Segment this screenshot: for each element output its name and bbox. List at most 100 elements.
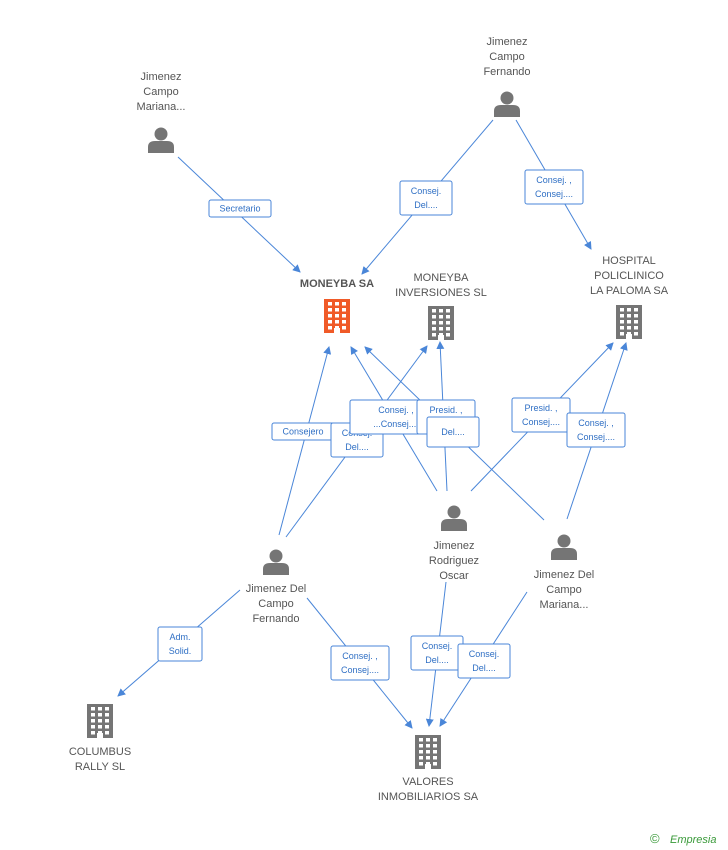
edge-label-text: ...Consej.... (373, 419, 419, 429)
building-door (425, 764, 431, 769)
edge-label-text: Consej. , (378, 405, 414, 415)
node-label: RALLY SL (75, 761, 125, 773)
building-window (98, 725, 102, 729)
node-label: Jimenez (141, 71, 182, 83)
person-head (557, 534, 571, 548)
edge-label-e1[interactable]: Secretario (208, 199, 272, 218)
edge-label-box (399, 180, 453, 216)
edge-label-e13[interactable]: Consej. Del.... (410, 635, 464, 671)
building-window (446, 309, 450, 313)
edge-label-text: Del.... (425, 655, 449, 665)
building-window (105, 731, 109, 735)
building-window (439, 309, 443, 313)
edge-label-e12[interactable]: Consej. ,Consej.... (330, 645, 390, 681)
edge-label-text: Solid. (169, 646, 192, 656)
edge-label-text: Consej.... (535, 189, 573, 199)
edge-label-text: Consejero (282, 427, 323, 437)
building-window (433, 744, 437, 748)
edge-label-text: Del.... (345, 442, 369, 452)
node-label: POLICLINICO (594, 270, 664, 282)
edge-label-e10[interactable]: Consej. ,Consej.... (566, 412, 626, 448)
edge-label-e8[interactable]: Del.... (426, 416, 480, 448)
edge-label-box (457, 643, 511, 679)
building-window (98, 719, 102, 723)
building-door (626, 334, 632, 339)
building-window (98, 713, 102, 717)
edge-line-e4 (278, 346, 332, 536)
building-window (634, 320, 638, 324)
edge-label-e3[interactable]: Consej. ,Consej.... (524, 169, 584, 205)
edge-label-e9[interactable]: Presid. , Consej.... (511, 397, 571, 433)
building-window (432, 321, 436, 325)
node-label: INVERSIONES SL (395, 287, 487, 299)
person-node-p1[interactable]: JimenezCampoMariana... (137, 71, 186, 153)
edge-label-e11[interactable]: Adm. Solid. (157, 626, 203, 662)
edge-label-e4[interactable]: Consejero (271, 422, 335, 441)
edge-label-text: Del.... (441, 427, 465, 437)
building-window (446, 327, 450, 331)
building-window (419, 744, 423, 748)
node-label: VALORES (402, 776, 453, 788)
building-door (97, 733, 103, 738)
building-window (620, 332, 624, 336)
building-window (419, 756, 423, 760)
building-window (335, 314, 339, 318)
edge-label-text: Secretario (219, 204, 260, 214)
company-node-c2[interactable]: MONEYBA INVERSIONES SL (395, 272, 487, 340)
building-window (419, 738, 423, 742)
building-window (419, 762, 423, 766)
person-head (447, 505, 461, 519)
company-node-c4[interactable]: COLUMBUS RALLY SL (69, 704, 131, 773)
edge-label-text: Del.... (472, 663, 496, 673)
person-icon (441, 505, 467, 531)
building-window (432, 333, 436, 337)
building-window (105, 725, 109, 729)
person-icon (551, 534, 577, 560)
node-label: Fernando (483, 66, 530, 78)
edge-label-text: Consej.... (522, 417, 560, 427)
building-door (334, 328, 340, 333)
person-head (269, 549, 283, 563)
building-window (105, 719, 109, 723)
node-label: COLUMBUS (69, 746, 131, 758)
edge-label-text: Del.... (414, 200, 438, 210)
building-window (620, 326, 624, 330)
edge-label-text: Presid. , (524, 403, 557, 413)
building-window (105, 707, 109, 711)
node-label: Campo (143, 86, 178, 98)
edge-label-e2[interactable]: Consej.Del.... (399, 180, 453, 216)
edge-label-text: Consej. (422, 641, 453, 651)
building-window (433, 762, 437, 766)
node-label: Oscar (439, 570, 469, 582)
building-window (342, 326, 346, 330)
edge-label-box (524, 169, 584, 205)
building-window (335, 308, 339, 312)
building-window (627, 332, 631, 336)
building-window (627, 326, 631, 330)
building-window (634, 308, 638, 312)
node-label: MONEYBA SA (300, 278, 374, 290)
edge-label-box (426, 416, 480, 448)
building-window (446, 321, 450, 325)
company-node-c1[interactable]: MONEYBA SA (300, 278, 374, 333)
node-label: MONEYBA (413, 272, 469, 284)
edge-label-e14[interactable]: Consej.Del.... (457, 643, 511, 679)
node-label: Jimenez Del (534, 569, 595, 581)
node-label: Jimenez Del (246, 583, 307, 595)
building-window (432, 309, 436, 313)
building-window (439, 321, 443, 325)
building-window (342, 308, 346, 312)
edge-label-box (566, 412, 626, 448)
building-window (426, 738, 430, 742)
edge-label-text: Adm. (169, 632, 190, 642)
person-node-p4[interactable]: Jimenez DelCampoMariana... (534, 534, 595, 612)
person-icon (263, 549, 289, 575)
person-body (263, 563, 289, 575)
node-label: HOSPITAL (602, 255, 656, 267)
edge-label-text: Presid. , (429, 405, 462, 415)
